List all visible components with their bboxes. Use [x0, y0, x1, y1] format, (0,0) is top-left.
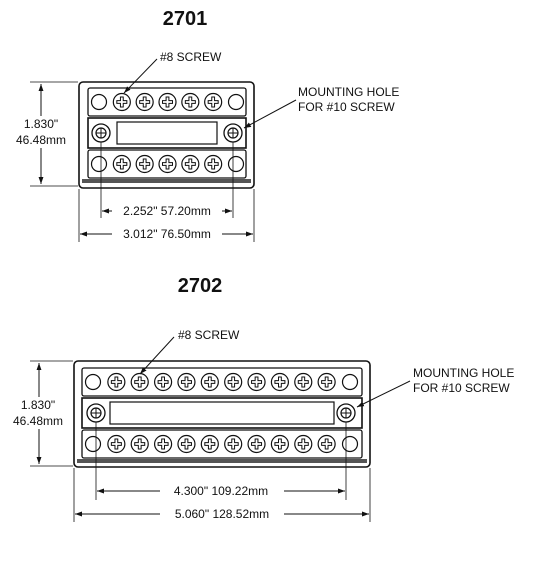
screw-leader — [139, 336, 175, 375]
mounting-hole-left — [91, 123, 111, 143]
screw-icon — [294, 372, 313, 392]
end-hole-icon — [84, 373, 102, 391]
mounting-hole-left — [86, 403, 106, 423]
bottom-screw-row — [81, 429, 363, 459]
screw-callout-label: #8 SCREW — [160, 50, 222, 64]
base-wall — [82, 179, 251, 183]
height-mm: 46.48mm — [13, 414, 63, 428]
screw-icon — [294, 434, 313, 454]
screw-icon — [270, 434, 290, 454]
mounting-hole-label-line1: MOUNTING HOLE — [413, 366, 514, 380]
screw-icon — [135, 92, 154, 112]
end-hole-icon — [341, 373, 359, 391]
screw-row-bottom — [90, 154, 245, 174]
end-hole-icon — [227, 93, 245, 111]
mounting-hole-label-line1: MOUNTING HOLE — [298, 85, 399, 99]
screw-icon — [317, 372, 336, 392]
screw-icon — [112, 154, 131, 174]
screw-icon — [181, 154, 200, 174]
screw-icon — [200, 434, 219, 454]
screw-icon — [247, 434, 266, 454]
screw-row-bottom — [84, 434, 359, 454]
mounting-band — [81, 397, 363, 429]
screw-row-top — [90, 92, 245, 112]
screw-row-top — [84, 372, 359, 392]
mounting-hole-leader — [243, 99, 297, 129]
mounting-hole-label-line2: FOR #10 SCREW — [298, 100, 395, 114]
screw-icon — [204, 92, 223, 112]
end-hole-icon — [90, 93, 108, 111]
end-hole-icon — [84, 435, 102, 453]
screw-icon — [200, 372, 219, 392]
mounting-band — [87, 117, 247, 149]
screw-callout-label: #8 SCREW — [178, 328, 240, 342]
end-hole-icon — [227, 155, 245, 173]
end-hole-icon — [341, 435, 359, 453]
diagram-title: 2702 — [178, 275, 223, 297]
height-mm: 46.48mm — [16, 133, 66, 147]
screw-icon — [107, 372, 126, 392]
diagram-2701: 2701 #8 SCREW MOUNTING HO — [8, 8, 399, 242]
screw-icon — [181, 92, 200, 112]
screw-icon — [158, 154, 177, 174]
screw-icon — [177, 372, 196, 392]
screw-icon — [224, 372, 243, 392]
bottom-screw-row — [87, 149, 247, 179]
top-screw-row — [81, 367, 363, 397]
screw-icon — [177, 434, 196, 454]
screw-icon — [112, 92, 131, 112]
screw-icon — [270, 372, 290, 392]
screw-icon — [135, 154, 154, 174]
screw-icon — [153, 434, 173, 454]
screw-leader — [123, 58, 158, 94]
overall-width-label: 5.060" 128.52mm — [175, 507, 269, 521]
screw-icon — [224, 434, 243, 454]
mounting-hole-right — [223, 123, 243, 143]
screw-icon — [130, 372, 149, 392]
screw-icon — [130, 434, 149, 454]
screw-icon — [317, 434, 336, 454]
diagram-2702: 2702 #8 SCREW MOUNTING HOLE FOR #10 SCRE… — [6, 275, 514, 522]
hole-spacing-label: 2.252" 57.20mm — [123, 204, 211, 218]
mounting-hole-right — [336, 403, 356, 423]
terminal-block-body — [78, 81, 255, 189]
screw-icon — [204, 154, 223, 174]
height-inches: 1.830" — [24, 117, 58, 131]
top-screw-row — [87, 87, 247, 117]
terminal-block-body — [73, 360, 371, 468]
hole-spacing-label: 4.300" 109.22mm — [174, 484, 268, 498]
mounting-hole-leader — [356, 380, 411, 408]
screw-icon — [153, 372, 173, 392]
base-wall — [77, 459, 367, 463]
height-inches: 1.830" — [21, 398, 55, 412]
screw-icon — [158, 92, 177, 112]
screw-icon — [247, 372, 266, 392]
center-label-area — [109, 401, 335, 425]
overall-width-label: 3.012" 76.50mm — [123, 227, 211, 241]
diagram-title: 2701 — [163, 8, 208, 30]
mounting-hole-label-line2: FOR #10 SCREW — [413, 381, 510, 395]
screw-icon — [107, 434, 126, 454]
center-label-area — [116, 121, 218, 145]
end-hole-icon — [90, 155, 108, 173]
